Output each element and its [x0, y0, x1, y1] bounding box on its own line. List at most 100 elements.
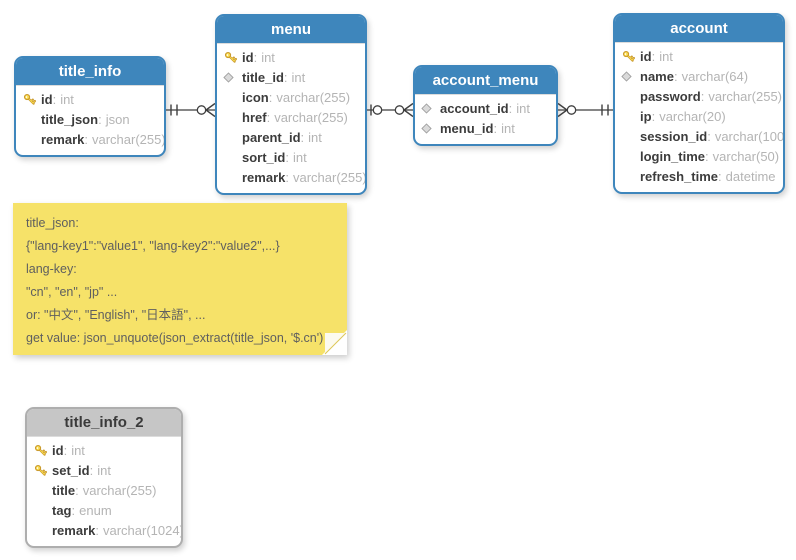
field-row-icon[interactable]: icon:varchar(255) [217, 87, 365, 107]
note-line: get value: json_unquote(json_extract(tit… [26, 331, 324, 345]
field-row-id[interactable]: id:int [16, 89, 164, 109]
table-header-menu[interactable]: menu [217, 16, 365, 44]
field-separator: : [673, 68, 678, 84]
field-name: id [640, 48, 652, 64]
field-type: varchar(255) [708, 88, 783, 104]
field-row-ip[interactable]: ip:varchar(20) [615, 106, 783, 126]
field-row-remark[interactable]: remark:varchar(255) [217, 167, 365, 187]
field-row-account_id[interactable]: account_id:int [415, 98, 556, 118]
field-row-password[interactable]: password:varchar(255) [615, 86, 783, 106]
field-separator: : [285, 169, 289, 185]
field-type: int [292, 149, 307, 165]
field-type: varchar(20) [659, 108, 726, 124]
field-separator: : [63, 442, 68, 458]
field-row-title_id[interactable]: title_id:int [217, 67, 365, 87]
field-separator: : [718, 168, 722, 184]
foreign-key-diamond-icon [223, 71, 242, 83]
field-separator: : [89, 462, 94, 478]
field-row-id[interactable]: id:int [217, 47, 365, 67]
field-row-login_time[interactable]: login_time:varchar(50) [615, 146, 783, 166]
field-row-menu_id[interactable]: menu_id:int [415, 118, 556, 138]
field-separator: : [268, 89, 273, 105]
field-separator: : [52, 91, 57, 107]
connector-account_menu-account[interactable] [558, 98, 613, 122]
field-separator: : [651, 48, 656, 64]
table-header-title_info[interactable]: title_info [16, 58, 164, 86]
field-name: refresh_time [640, 168, 719, 184]
field-type: varchar(1024) [103, 522, 183, 538]
field-separator: : [71, 502, 76, 518]
field-type: varchar(255) [276, 89, 351, 105]
field-type: json [105, 111, 130, 127]
field-type: int [308, 129, 322, 145]
table-body-account_menu: account_id:int menu_id:int [415, 95, 556, 144]
field-row-remark[interactable]: remark:varchar(255) [16, 129, 164, 149]
field-row-href[interactable]: href:varchar(255) [217, 107, 365, 127]
table-header-account_menu[interactable]: account_menu [415, 67, 556, 95]
field-name: remark [41, 131, 85, 147]
field-separator: : [700, 88, 705, 104]
field-name: remark [242, 169, 286, 185]
primary-key-icon [33, 463, 52, 478]
connector-title_info-menu[interactable] [166, 98, 215, 122]
field-type: varchar(50) [712, 148, 780, 164]
table-account_menu[interactable]: account_menu account_id:int menu_id:int [413, 65, 558, 146]
field-name: tag [52, 502, 72, 518]
field-name: id [41, 91, 53, 107]
field-type: int [291, 69, 306, 85]
note-line: {"lang-key1":"value1", "lang-key2":"valu… [26, 239, 280, 253]
field-row-sort_id[interactable]: sort_id:int [217, 147, 365, 167]
field-separator: : [253, 49, 258, 65]
primary-key-icon [621, 49, 640, 64]
field-type: varchar(255) [92, 131, 166, 147]
field-name: title [52, 482, 76, 498]
field-name: id [242, 49, 254, 65]
table-body-account: id:int name:varchar(64)password:varchar(… [615, 43, 783, 192]
field-row-session_id[interactable]: session_id:varchar(100) [615, 126, 783, 146]
field-type: int [501, 120, 515, 136]
field-type: enum [79, 502, 112, 518]
field-separator: : [705, 148, 709, 164]
field-name: account_id [440, 100, 509, 116]
field-name: icon [242, 89, 269, 105]
table-header-account[interactable]: account [615, 15, 783, 43]
field-row-tag[interactable]: tag:enum [27, 500, 181, 520]
field-name: id [52, 442, 64, 458]
field-name: name [640, 68, 674, 84]
field-row-name[interactable]: name:varchar(64) [615, 66, 783, 86]
field-row-title_json[interactable]: title_json:json [16, 109, 164, 129]
field-separator: : [508, 100, 513, 116]
field-type: varchar(100) [714, 128, 785, 144]
field-row-title[interactable]: title:varchar(255) [27, 480, 181, 500]
field-separator: : [285, 149, 289, 165]
field-name: set_id [52, 462, 90, 478]
sticky-note[interactable]: title_json:{"lang-key1":"value1", "lang-… [13, 203, 347, 355]
field-row-parent_id[interactable]: parent_id:int [217, 127, 365, 147]
field-type: int [60, 91, 74, 107]
field-row-refresh_time[interactable]: refresh_time:datetime [615, 166, 783, 186]
field-row-id[interactable]: id:int [27, 440, 181, 460]
field-type: varchar(255) [274, 109, 348, 125]
field-type: int [516, 100, 530, 116]
field-type: int [71, 442, 85, 458]
field-type: varchar(255) [82, 482, 157, 498]
connector-menu-account_menu[interactable] [367, 98, 413, 122]
field-separator: : [651, 108, 656, 124]
field-separator: : [266, 109, 271, 125]
field-name: href [242, 109, 267, 125]
field-row-id[interactable]: id:int [615, 46, 783, 66]
field-row-remark[interactable]: remark:varchar(1024) [27, 520, 181, 540]
field-name: login_time [640, 148, 706, 164]
field-name: ip [640, 108, 652, 124]
foreign-key-diamond-icon [621, 70, 640, 82]
table-account[interactable]: account id:int name:varchar(64)password:… [613, 13, 785, 194]
primary-key-icon [33, 443, 52, 458]
field-name: title_json [41, 111, 99, 127]
table-header-title_info_2[interactable]: title_info_2 [27, 409, 181, 437]
field-name: sort_id [242, 149, 286, 165]
primary-key-icon [22, 92, 41, 107]
field-row-set_id[interactable]: set_id:int [27, 460, 181, 480]
